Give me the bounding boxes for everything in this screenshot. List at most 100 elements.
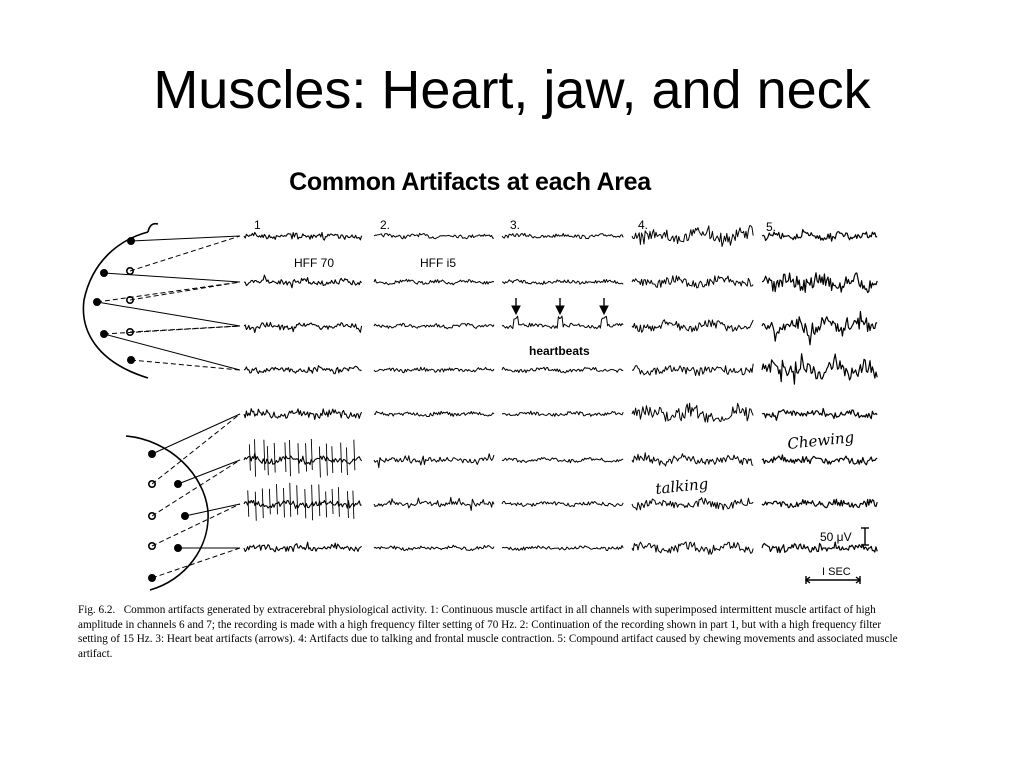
muscle-burst-spike <box>283 488 285 518</box>
muscle-burst-spike <box>289 482 292 517</box>
eeg-trace <box>631 225 754 247</box>
montage-lead <box>129 235 241 272</box>
panel-number-4: 4. <box>638 218 648 232</box>
muscle-burst-spike <box>352 490 355 519</box>
arrow-icon <box>511 298 521 316</box>
eeg-trace <box>761 498 878 509</box>
eeg-trace <box>631 497 754 511</box>
heartbeats-label: heartbeats <box>529 344 590 358</box>
eeg-traces <box>243 225 878 555</box>
eeg-trace <box>243 274 363 289</box>
eeg-trace <box>243 231 363 241</box>
eeg-trace <box>243 365 362 375</box>
eeg-trace <box>631 319 754 333</box>
montage-lead <box>96 281 241 303</box>
muscle-burst-spike <box>347 491 349 519</box>
eeg-trace <box>243 499 362 509</box>
muscle-burst-spike <box>268 488 271 515</box>
eeg-trace <box>243 321 363 334</box>
ear-outline-top <box>147 222 159 233</box>
figure-caption: Fig. 6.2. Common artifacts generated by … <box>78 603 908 661</box>
montage-lead <box>151 413 241 485</box>
eeg-trace <box>373 232 495 240</box>
heartbeat-arrows <box>511 298 609 316</box>
muscle-burst-spike <box>337 487 340 517</box>
muscle-burst-spike <box>311 484 314 521</box>
eeg-trace <box>501 366 624 374</box>
time-scale-label: I SEC <box>822 566 851 578</box>
talking-label: talking <box>655 475 710 498</box>
muscle-burst-spike <box>296 485 299 515</box>
eeg-trace <box>631 452 754 467</box>
montage-lead <box>151 547 241 579</box>
head-montage-top <box>82 222 241 379</box>
muscle-burst-spike <box>284 442 287 473</box>
montage-lead <box>103 272 241 283</box>
muscle-burst-spike <box>304 489 307 519</box>
muscle-burst-spike <box>331 446 334 474</box>
eeg-trace <box>501 410 624 417</box>
eeg-trace <box>761 353 878 385</box>
muscle-burst-spike <box>276 484 278 515</box>
montage-lead <box>177 459 241 485</box>
montage-lead <box>103 333 241 371</box>
eeg-trace <box>761 272 878 294</box>
panel-number-2: 2. <box>380 218 390 232</box>
eeg-trace <box>501 315 624 330</box>
eeg-trace <box>373 410 495 418</box>
muscle-burst-spike <box>340 442 343 473</box>
time-scale-bar <box>804 576 862 584</box>
muscle-burst-spike <box>248 444 251 471</box>
eeg-trace <box>501 457 624 464</box>
muscle-burst-spike <box>318 484 321 517</box>
eeg-trace <box>501 545 624 551</box>
eeg-trace <box>761 454 878 466</box>
eeg-trace <box>631 402 754 423</box>
head-outline-bottom <box>125 435 209 591</box>
figure-title: Common Artifacts at each Area <box>289 168 651 196</box>
muscle-burst-spike <box>297 443 300 474</box>
eeg-trace <box>373 496 495 511</box>
muscle-burst-spike <box>273 442 276 473</box>
eeg-trace <box>761 310 878 346</box>
eeg-trace <box>243 452 363 466</box>
eeg-trace <box>243 541 362 553</box>
arrow-icon <box>555 298 565 316</box>
eeg-trace <box>501 500 624 508</box>
head-montage-bottom <box>125 413 241 591</box>
eeg-trace <box>761 541 878 554</box>
caption-label: Fig. 6.2. <box>78 604 116 616</box>
eeg-trace <box>631 363 754 377</box>
eeg-trace <box>631 275 754 289</box>
eeg-trace <box>373 278 495 286</box>
amplitude-scale-bar <box>861 527 869 546</box>
montage-lead <box>103 325 241 335</box>
eeg-trace <box>373 453 495 469</box>
eeg-trace <box>373 544 495 552</box>
arrow-icon <box>599 298 609 316</box>
chewing-label: Chewing <box>787 428 855 453</box>
slide-title: Muscles: Heart, jaw, and neck <box>153 60 871 120</box>
montage-lead <box>96 301 241 327</box>
montage-lead <box>184 503 241 517</box>
muscle-burst-spike <box>305 443 308 472</box>
eeg-trace <box>373 366 495 374</box>
muscle-burst-spike <box>318 446 321 478</box>
muscle-burst-spike <box>353 439 356 471</box>
montage-lead <box>130 235 241 242</box>
panel-number-3: 3. <box>510 218 520 232</box>
amplitude-scale-label: 50 μV <box>820 530 852 544</box>
eeg-trace <box>373 322 495 330</box>
panel-number-1: 1 <box>254 218 261 232</box>
eeg-trace <box>761 228 878 242</box>
montage-lead <box>151 413 241 455</box>
panel-numbers: 1 2. 3. 4. 5. <box>254 218 776 234</box>
muscle-burst-spike <box>261 488 264 519</box>
eeg-trace <box>243 408 363 420</box>
muscle-burst-spike <box>310 438 313 471</box>
muscle-burst-spike <box>345 447 348 476</box>
eeg-trace <box>631 541 754 555</box>
muscle-burst-spike <box>325 443 328 476</box>
muscle-burst-spike <box>247 490 250 517</box>
